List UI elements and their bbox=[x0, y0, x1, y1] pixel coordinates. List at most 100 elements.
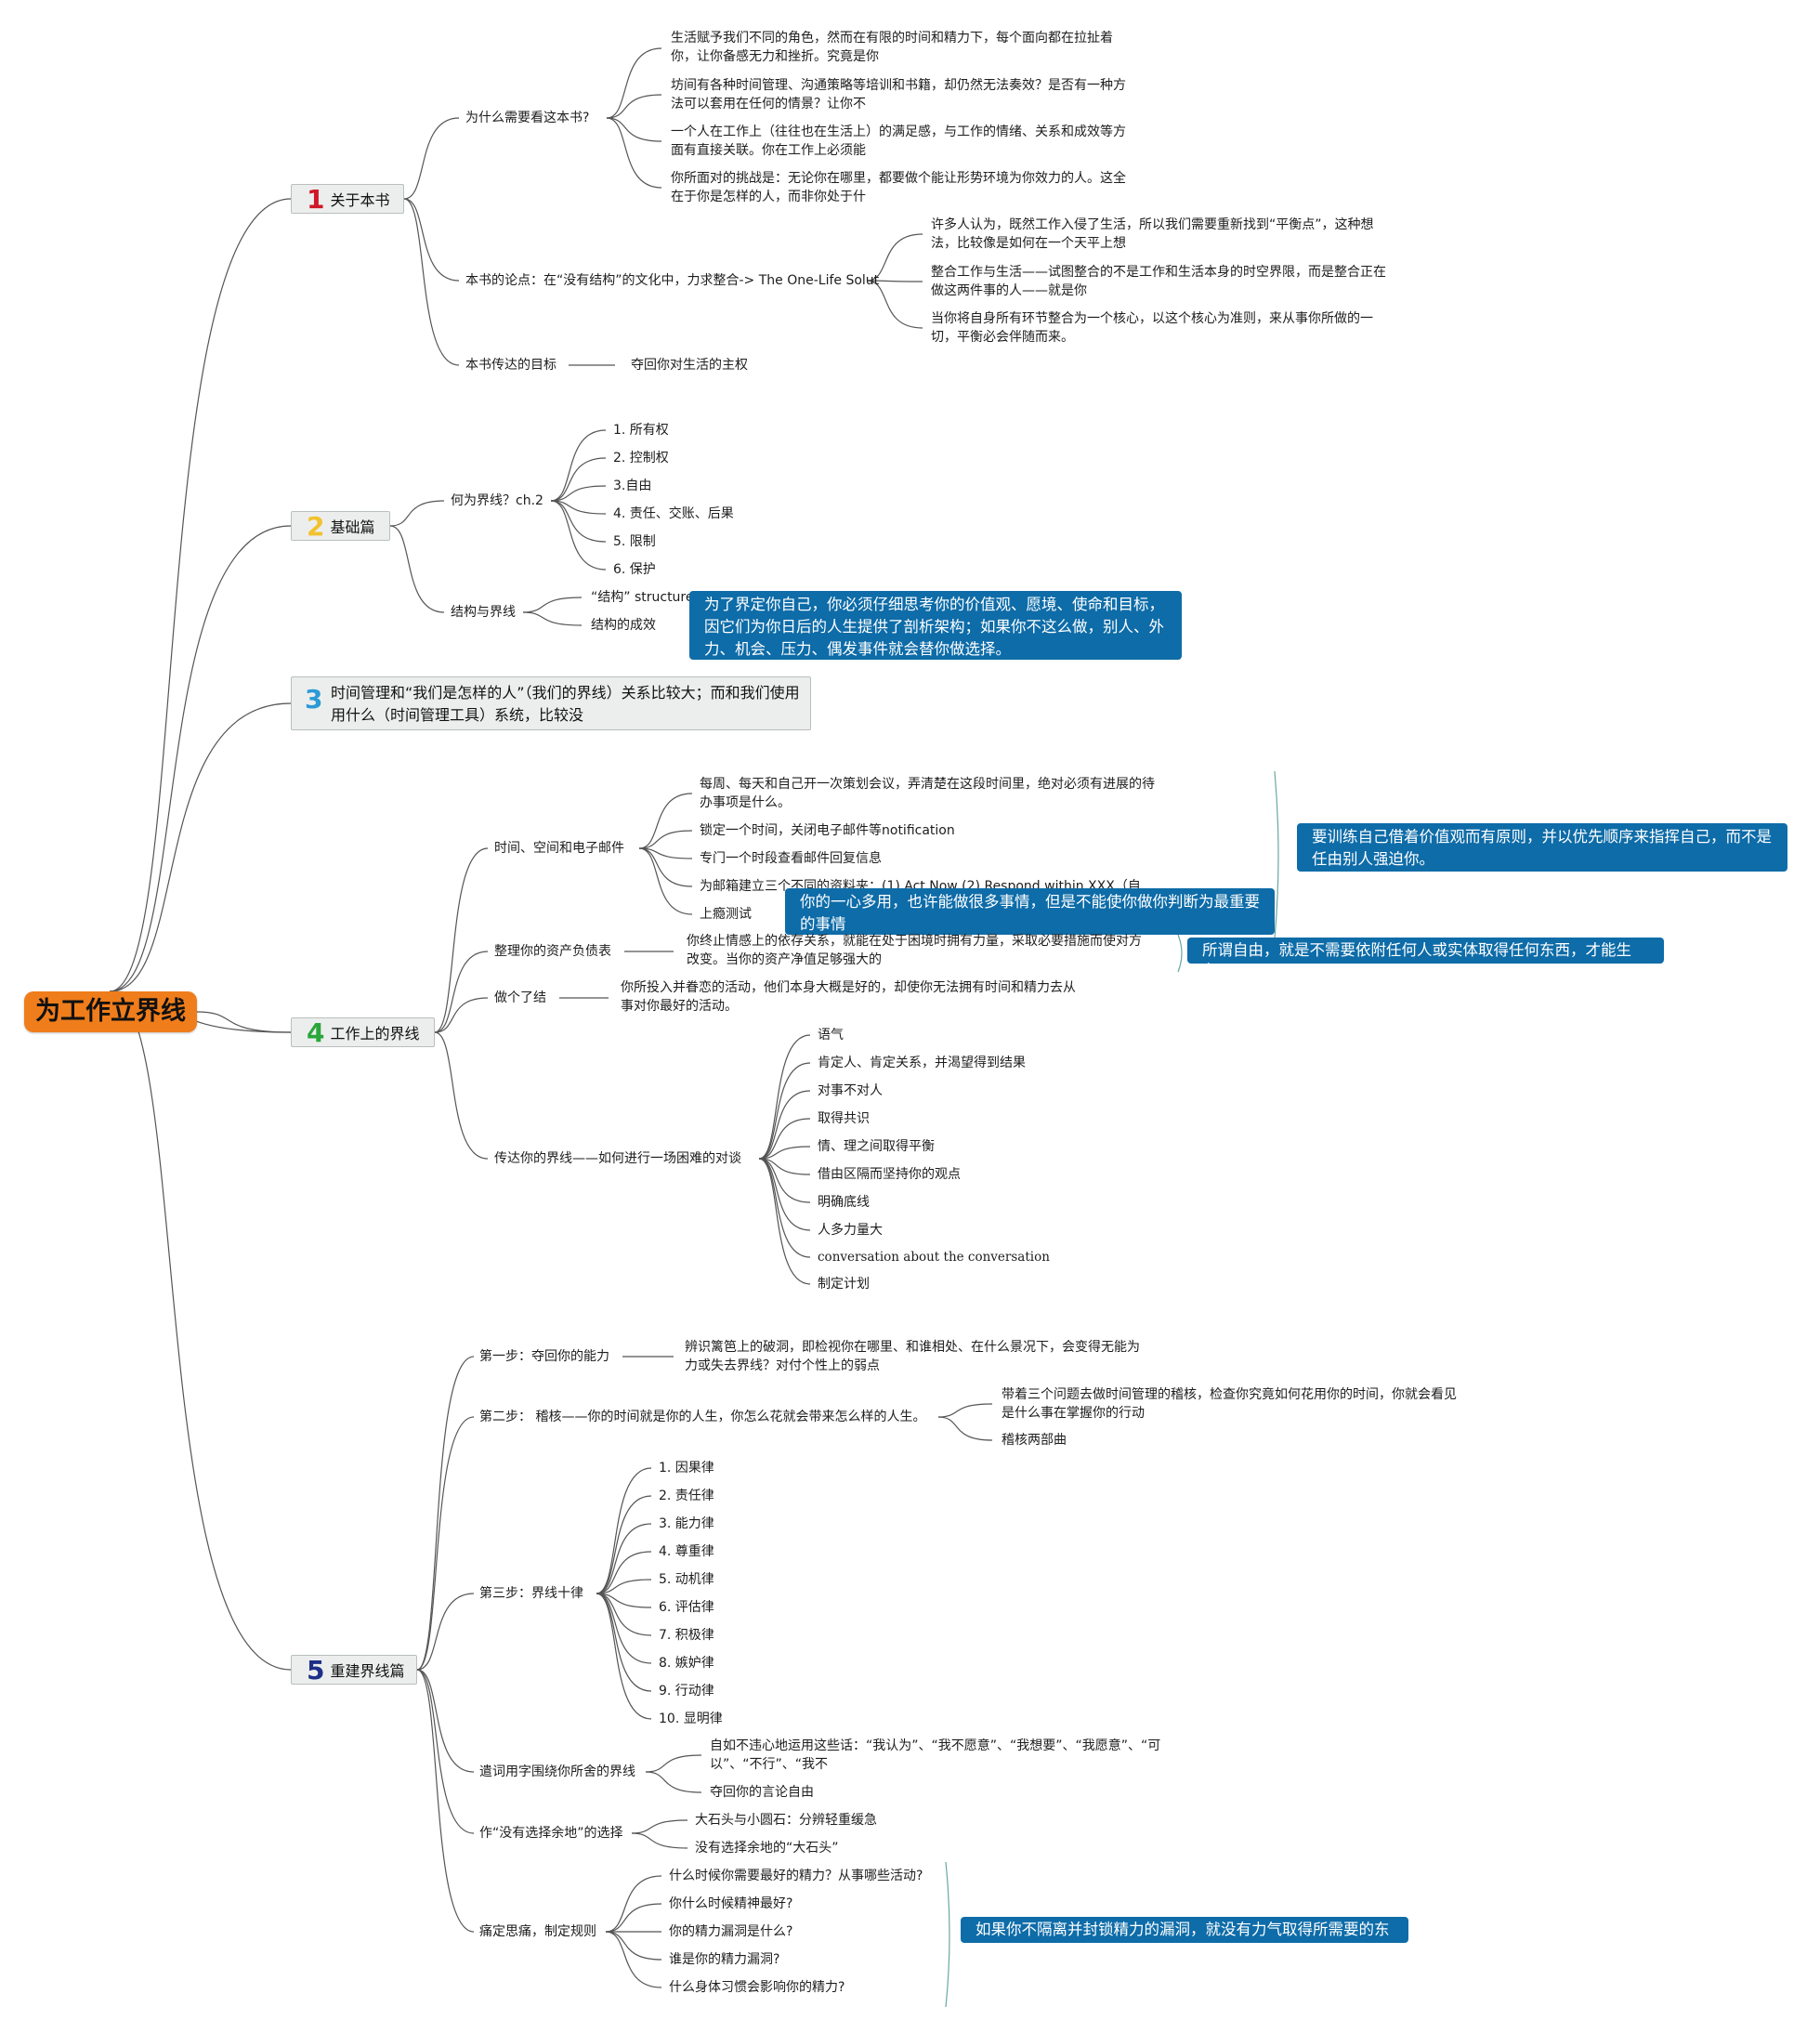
topic-step2[interactable]: 第二步： 稽核——你的时间就是你的人生，你怎么花就会带来怎么样的人生。 bbox=[479, 1410, 926, 1424]
topic-wording[interactable]: 遣词用字围绕你所舍的界线 bbox=[479, 1764, 635, 1779]
leaf-law-7[interactable]: 7. 积极律 bbox=[659, 1628, 714, 1643]
leaf-affirm[interactable]: 肯定人、肯定关系，并渴望得到结果 bbox=[818, 1056, 1026, 1070]
leaf-make-plan[interactable]: 制定计划 bbox=[818, 1277, 870, 1292]
branch-connector bbox=[638, 847, 693, 859]
branch-connector bbox=[606, 117, 662, 189]
leaf-consensus[interactable]: 取得共识 bbox=[818, 1111, 870, 1126]
category-label: 关于本书 bbox=[330, 191, 390, 209]
leaf-boundary-3[interactable]: 3.自由 bbox=[613, 479, 652, 493]
branch-connector bbox=[758, 1034, 811, 1160]
callout-multitask[interactable]: 你的一心多用，也许能做很多事情，但是不能使你做你判断为最重要的事情 bbox=[785, 888, 1275, 935]
leaf-no-choice-rocks[interactable]: 没有选择余地的“大石头” bbox=[695, 1841, 839, 1856]
branch-connector bbox=[434, 1031, 489, 1160]
leaf-addiction-test[interactable]: 上瘾测试 bbox=[700, 907, 752, 922]
callout-values-priority[interactable]: 要训练自己借着价值观而有原则，并以优先顺序来指挥自己，而不是任由别人强迫你。 bbox=[1297, 823, 1787, 872]
leaf-issue-not-person[interactable]: 对事不对人 bbox=[818, 1083, 883, 1098]
branch-connector bbox=[596, 1523, 652, 1594]
topic-time-space-email[interactable]: 时间、空间和电子邮件 bbox=[494, 841, 624, 856]
branch-connector bbox=[937, 1403, 993, 1418]
branch-connector bbox=[631, 1832, 688, 1849]
leaf-why-2[interactable]: 坊间有各种时间管理、沟通策略等培训和书籍，却仍然无法奏效？是否有一种方法可以套用… bbox=[671, 78, 1126, 111]
leaf-why-1[interactable]: 生活赋予我们不同的角色，然而在有限的时间和精力下，每个面向都在拉扯着你，让你备感… bbox=[671, 31, 1113, 64]
leaf-goal[interactable]: 夺回你对生活的主权 bbox=[631, 358, 748, 373]
category-time-management[interactable]: 3 时间管理和“我们是怎样的人”（我们的界线）关系比较大；而和我们使用用什么（时… bbox=[291, 676, 811, 730]
leaf-big-rocks[interactable]: 大石头与小圆石：分辨轻重缓急 bbox=[695, 1813, 877, 1828]
leaf-boundary-4[interactable]: 4. 责任、交账、后果 bbox=[613, 506, 734, 521]
branch-connector bbox=[606, 117, 662, 142]
leaf-law-6[interactable]: 6. 评估律 bbox=[659, 1600, 714, 1615]
leaf-why-4[interactable]: 你所面对的挑战是：无论你在哪里，都要做个能让形势环境为你效力的人。这全在于你是怎… bbox=[671, 171, 1126, 204]
leaf-audit-questions[interactable]: 带着三个问题去做时间管理的稽核，检查你究竟如何花用你的时间，你就会看见是什么事在… bbox=[1002, 1387, 1457, 1421]
leaf-law-8[interactable]: 8. 嫉妒律 bbox=[659, 1656, 714, 1671]
topic-goal[interactable]: 本书传达的目标 bbox=[465, 358, 556, 373]
leaf-law-5[interactable]: 5. 动机律 bbox=[659, 1572, 714, 1587]
leaf-weekly-meeting[interactable]: 每周、每天和自己开一次策划会议，弄清楚在这段时间里，绝对必须有进展的待办事项是什… bbox=[700, 777, 1155, 810]
leaf-why-3[interactable]: 一个人在工作上（往往也在生活上）的满足感，与工作的情绪、关系和成效等方面有直接关… bbox=[671, 125, 1126, 158]
leaf-wording-phrases[interactable]: 自如不违心地运用这些话：“我认为”、“我不愿意”、“我想要”、“我愿意”、“可以… bbox=[710, 1738, 1161, 1772]
leaf-law-3[interactable]: 3. 能力律 bbox=[659, 1516, 714, 1531]
leaf-structure-effect[interactable]: 结构的成效 bbox=[591, 618, 656, 633]
leaf-thesis-2[interactable]: 整合工作与生活——试图整合的不是工作和生活本身的时空界限，而是整合正在做这两件事… bbox=[931, 265, 1386, 298]
leaf-law-4[interactable]: 4. 尊重律 bbox=[659, 1544, 714, 1559]
leaf-balance-sheet[interactable]: 你终止情感上的依存关系，就能在处于困境时拥有力量，采取必要措施而使对方改变。当你… bbox=[687, 934, 1142, 967]
leaf-law-2[interactable]: 2. 责任律 bbox=[659, 1489, 714, 1503]
leaf-boundary-1[interactable]: 1. 所有权 bbox=[613, 423, 669, 438]
leaf-law-10[interactable]: 10. 显明律 bbox=[659, 1712, 723, 1726]
leaf-balance[interactable]: 情、理之间取得平衡 bbox=[818, 1139, 935, 1154]
topic-make-rules[interactable]: 痛定思痛，制定规则 bbox=[479, 1924, 596, 1939]
leaf-lock-time[interactable]: 锁定一个时间，关闭电子邮件等notification bbox=[700, 823, 955, 838]
branch-connector bbox=[596, 1593, 652, 1636]
branch-connector bbox=[416, 1669, 475, 1834]
topic-step3[interactable]: 第三步：界线十律 bbox=[479, 1586, 583, 1601]
topic-close-off[interactable]: 做个了结 bbox=[494, 990, 546, 1005]
leaf-meta-conversation[interactable]: conversation about the conversation bbox=[818, 1250, 1050, 1265]
topic-no-choice[interactable]: 作“没有选择余地”的选择 bbox=[479, 1826, 623, 1841]
number-badge: 2 bbox=[307, 511, 325, 542]
leaf-boundary-6[interactable]: 6. 保护 bbox=[613, 562, 656, 577]
branch-connector bbox=[550, 500, 607, 515]
leaf-step1[interactable]: 辨识篱笆上的破洞，即检视你在哪里、和谁相处、在什么景况下，会变得无能为力或失去界… bbox=[685, 1340, 1140, 1373]
callout-freedom[interactable]: 所谓自由，就是不需要依附任何人或实体取得任何东西，才能生存。 bbox=[1187, 938, 1664, 979]
leaf-law-9[interactable]: 9. 行动律 bbox=[659, 1684, 714, 1699]
leaf-energy-leaks[interactable]: 你的精力漏洞是什么? bbox=[669, 1924, 793, 1939]
leaf-thesis-1[interactable]: 许多人认为，既然工作入侵了生活，所以我们需要重新找到“平衡点”，这种想法，比较像… bbox=[931, 217, 1374, 251]
leaf-close-off[interactable]: 你所投入并眷恋的活动，他们本身大概是好的，却使你无法拥有时间和精力去从事对你最好… bbox=[621, 980, 1076, 1014]
topic-balance-sheet[interactable]: 整理你的资产负债表 bbox=[494, 944, 611, 959]
leaf-structure[interactable]: “结构” structure bbox=[591, 590, 694, 605]
callout-define-yourself[interactable]: 为了界定你自己，你必须仔细思考你的价值观、愿境、使命和目标，因它们为你日后的人生… bbox=[689, 591, 1182, 660]
leaf-energy-best[interactable]: 你什么时候精神最好? bbox=[669, 1896, 793, 1911]
group-brace bbox=[1177, 934, 1183, 973]
branch-connector bbox=[937, 1416, 993, 1441]
leaf-boundary-5[interactable]: 5. 限制 bbox=[613, 534, 656, 549]
topic-what-is-boundary[interactable]: 何为界线？ch.2 bbox=[451, 493, 543, 508]
topic-structure[interactable]: 结构与界线 bbox=[451, 605, 516, 620]
topic-why-read[interactable]: 为什么需要看这本书? bbox=[465, 111, 590, 125]
leaf-strength-numbers[interactable]: 人多力量大 bbox=[818, 1223, 883, 1238]
leaf-bottom-line[interactable]: 明确底线 bbox=[818, 1195, 870, 1210]
leaf-energy-who[interactable]: 谁是你的精力漏洞? bbox=[669, 1952, 780, 1967]
branch-connector bbox=[758, 1158, 811, 1258]
root-topic[interactable]: 为工作立界线 bbox=[24, 991, 197, 1032]
leaf-thesis-3[interactable]: 当你将自身所有环节整合为一个核心，以这个核心为准则，来从事你所做的一切，平衡必会… bbox=[931, 311, 1373, 345]
leaf-tone[interactable]: 语气 bbox=[818, 1028, 844, 1043]
leaf-energy-habits[interactable]: 什么身体习惯会影响你的精力? bbox=[669, 1980, 845, 1995]
branch-connector bbox=[638, 847, 693, 915]
branch-connector bbox=[758, 1062, 811, 1160]
root-connector bbox=[109, 198, 292, 992]
branch-connector bbox=[389, 525, 445, 613]
leaf-audit-two-steps[interactable]: 稽核两部曲 bbox=[1002, 1433, 1067, 1448]
topic-difficult-conversation[interactable]: 传达你的界线——如何进行一场困难的对谈 bbox=[494, 1151, 741, 1166]
leaf-email-slot[interactable]: 专门一个时段查看邮件回复信息 bbox=[700, 851, 882, 866]
leaf-energy-when[interactable]: 什么时候你需要最好的精力？从事哪些活动? bbox=[669, 1869, 923, 1883]
topic-step1[interactable]: 第一步：夺回你的能力 bbox=[479, 1349, 609, 1364]
leaf-freedom-of-speech[interactable]: 夺回你的言论自由 bbox=[710, 1785, 814, 1800]
leaf-law-1[interactable]: 1. 因果律 bbox=[659, 1461, 714, 1476]
leaf-separate[interactable]: 借由区隔而坚持你的观点 bbox=[818, 1167, 961, 1182]
leaf-boundary-2[interactable]: 2. 控制权 bbox=[613, 451, 669, 466]
topic-thesis[interactable]: 本书的论点：在“没有结构”的文化中，力求整合-> The One-Life So… bbox=[465, 273, 880, 288]
callout-energy-leaks[interactable]: 如果你不隔离并封锁精力的漏洞，就没有力气取得所需要的东西 bbox=[961, 1917, 1408, 1959]
